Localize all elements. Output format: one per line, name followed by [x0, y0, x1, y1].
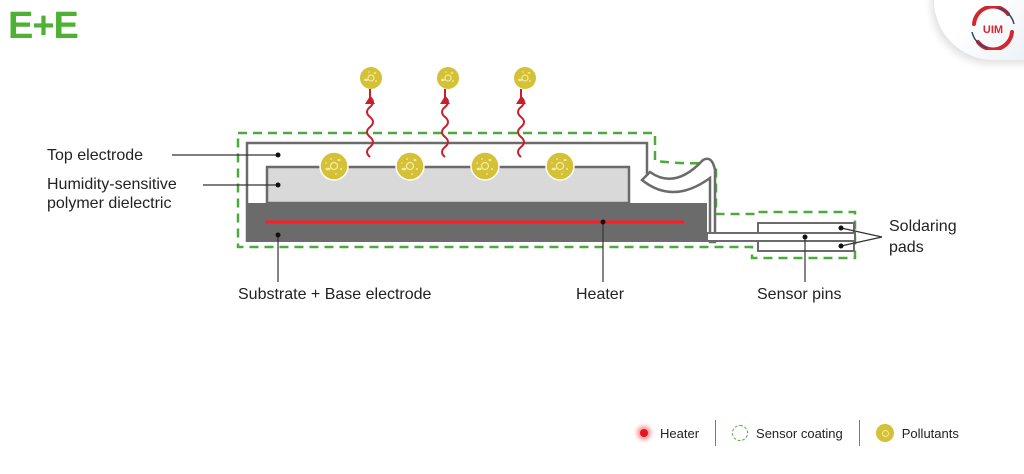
sensor-coating-circle-icon: [732, 425, 749, 441]
leader-dots: [275, 152, 844, 249]
legend-item-heater: Heater: [636, 426, 699, 441]
label-dielectric-line2: polymer dielectric: [47, 195, 172, 212]
pollutant-icon: [545, 151, 575, 181]
pollutant-icon: [395, 151, 425, 181]
legend-item-pollutants: Pollutants: [875, 424, 959, 442]
pollutant-icon: [319, 151, 349, 181]
uim-logo-icon: UIM: [971, 6, 1015, 50]
label-top-electrode: Top electrode: [47, 147, 144, 164]
flex-connector: [640, 157, 717, 244]
label-substrate: Substrate + Base electrode: [238, 286, 432, 303]
soldering-pad-top: [757, 222, 855, 234]
arrowhead-icon: [516, 96, 526, 104]
pollutant-icon: [359, 66, 383, 90]
pollutant-icon: [436, 66, 460, 90]
pollutant-icon: [513, 66, 537, 90]
label-heater: Heater: [576, 286, 625, 303]
ee-logo: E+E: [8, 5, 79, 47]
legend: Heater Sensor coating Pollutants: [636, 420, 959, 446]
leader-lines: [172, 154, 883, 282]
heater-dot-icon: [640, 429, 648, 437]
legend-item-sensor-coating: Sensor coating: [732, 425, 843, 441]
legend-label: Heater: [660, 425, 700, 441]
label-soldering-line1: Soldaring: [889, 218, 957, 235]
soldering-pad-bottom: [757, 240, 855, 252]
legend-divider: [858, 420, 860, 446]
label-soldering-line2: pads: [889, 239, 924, 256]
label-dielectric-line1: Humidity-sensitive: [47, 176, 177, 193]
arrowhead-icon: [365, 96, 375, 104]
legend-divider: [715, 420, 717, 446]
arrowhead-icon: [440, 96, 450, 104]
legend-label: Pollutants: [901, 425, 959, 441]
sensor-pin-lead: [706, 232, 856, 242]
pollutant-icon: [470, 151, 500, 181]
legend-label: Sensor coating: [756, 425, 843, 441]
label-sensor-pins: Sensor pins: [757, 286, 842, 303]
uim-badge-text: UIM: [983, 24, 1003, 36]
pollutant-icon: [875, 424, 894, 442]
